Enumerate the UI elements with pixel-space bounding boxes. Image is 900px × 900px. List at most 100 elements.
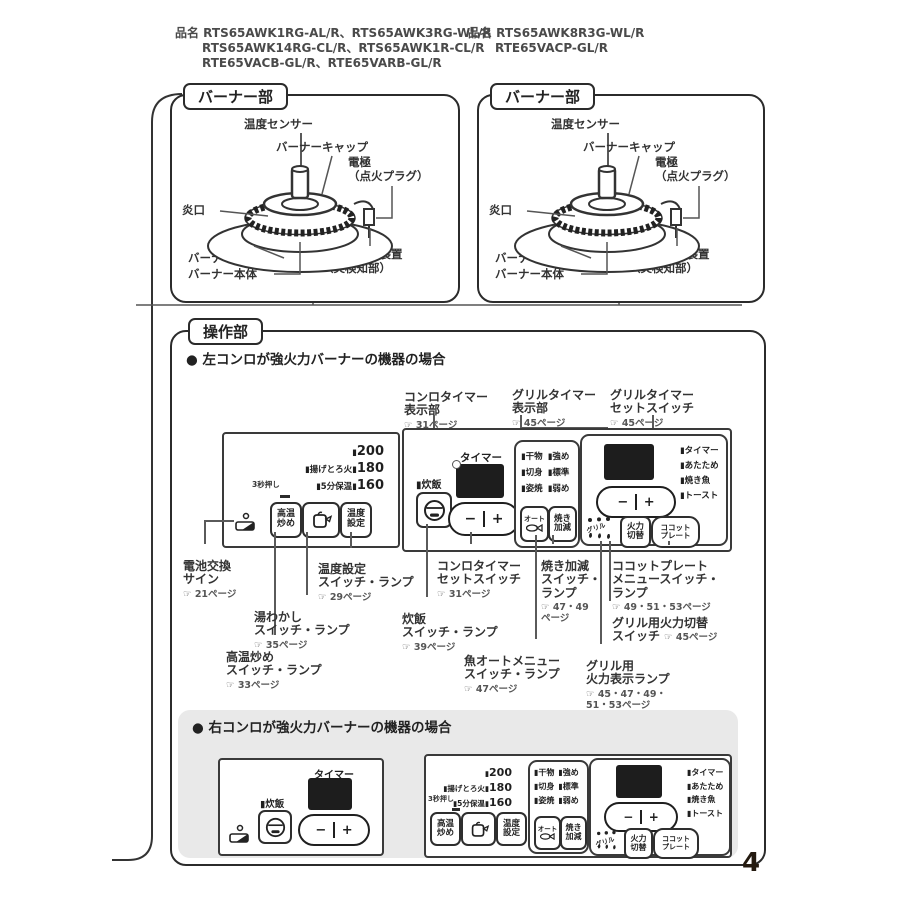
minus-button: −: [617, 494, 629, 510]
burner-diagram-box-left: バーナー部 温度センサー バーナーキャップ 電極 （点火プラグ） 炎口 バーナー…: [170, 83, 460, 303]
label-burner-body: バーナー本体: [495, 267, 564, 281]
page-ref: ☞ 45・47・49・ 51・53ページ: [586, 688, 666, 711]
fish-icon: [526, 523, 543, 532]
grill-timer-group: − + ▮タイマー ▮あたため ▮焼き魚 ▮トースト グリル 火力 切替: [589, 758, 731, 859]
fish-auto-menu-group: ▮干物 ▮強め ▮切身 ▮標準 ▮姿焼 ▮弱め オート 焼き 加減: [528, 760, 589, 854]
leader-line: [609, 541, 611, 601]
fish-menu-row: ▮干物 ▮強め: [521, 450, 569, 462]
callout-text: 電池交換 サイン: [183, 558, 232, 586]
callout-text: ココットプレート メニュースイッチ・ ランプ: [612, 558, 720, 600]
led-sugatayaki: ▮姿焼: [534, 796, 555, 805]
rice-cooker-icon: [265, 817, 285, 837]
leader-line: [535, 535, 537, 639]
fish-menu-row: ▮切身 ▮標準: [521, 466, 569, 478]
right-case-timer-panel: ▮炊飯 タイマー − +: [218, 758, 384, 856]
case-heading-left-burner: ● 左コンロが強火力バーナーの機器の場合: [186, 352, 446, 368]
label-burner-body: バーナー本体: [188, 267, 257, 281]
label-flame-port: 炎口: [489, 203, 512, 217]
led-yakizakana: ▮焼き魚: [687, 795, 716, 804]
temp-row-160: ▮5分保温▮160: [316, 474, 384, 493]
led-hyojun: ▮標準: [547, 468, 570, 478]
temp-setting-button: 温度 設定: [340, 502, 372, 538]
temp-row-200: ▮200: [352, 440, 384, 459]
grill-firepower-switch-button: 火力 切替: [624, 828, 653, 859]
page-ref: ☞ 33ページ: [226, 679, 280, 691]
callout-doneness-switch: 焼き加減 スイッチ・ ランプ ☞ 47・49 ページ: [541, 546, 601, 638]
grill-led-column: ▮タイマー ▮あたため ▮焼き魚 ▮トースト: [680, 444, 719, 504]
model-line: RTE65VACP-GL/R: [495, 41, 609, 55]
callout-konro-timer-set: コンロタイマー セットスイッチ ☞ 31ページ: [437, 546, 521, 613]
led-bar: ▮: [352, 448, 357, 458]
fish-menu-row: ▮姿焼 ▮弱め: [534, 795, 579, 806]
battery-change-icon: [229, 824, 249, 843]
page-number: 4: [742, 848, 761, 878]
callout-text: グリルタイマー セットスイッチ: [610, 387, 695, 415]
konro-timer-display: [456, 464, 504, 498]
temp-row-180: ▮揚げとろ火▮180: [443, 776, 512, 795]
callout-boil-switch: 湯わかし スイッチ・ランプ ☞ 35ページ: [254, 597, 350, 664]
leader-line: [607, 133, 609, 167]
callout-battery-sign: 電池交換 サイン ☞ 21ページ: [183, 546, 236, 613]
model-list-left: 品名 RTS65AWK1RG-AL/R、RTS65AWK3RG-WL/R RTS…: [175, 26, 492, 71]
led-yakizakana: ▮焼き魚: [680, 476, 711, 486]
temp-value: 160: [489, 796, 512, 809]
callout-grill-fire-lamp: グリル用 火力表示ランプ ☞ 45・47・49・ 51・53ページ: [586, 646, 670, 724]
leader-line: [426, 524, 428, 597]
auto-label: オート: [537, 824, 558, 833]
callout-cocotte-switch: ココットプレート メニュースイッチ・ ランプ ☞ 49・51・53ページ: [612, 546, 719, 627]
page-ref: ☞ 29ページ: [318, 591, 372, 603]
fish-menu-row: ▮切身 ▮標準: [534, 781, 579, 792]
right-case-main-panel: ▮200 ▮揚げとろ火▮180 ▮5分保温▮160 3秒押し 高温 炒め 温度 …: [424, 754, 732, 859]
fish-icon: [540, 833, 555, 840]
press-3s-indicator: [452, 808, 460, 811]
led-himono: ▮干物: [534, 768, 555, 777]
high-temp-stirfry-button: 高温 炒め: [430, 812, 461, 846]
leader-line: [520, 415, 522, 427]
leader-line: [300, 133, 302, 167]
led-sugatayaki: ▮姿焼: [521, 484, 543, 494]
page-ref: ☞ 45ページ: [664, 632, 718, 643]
label-electrode: 電極 （点火プラグ）: [655, 155, 736, 183]
temp-row-160: ▮5分保温▮160: [453, 791, 512, 810]
led-hyojun: ▮標準: [558, 782, 579, 791]
divider: [483, 510, 485, 528]
callout-temp-set-switch: 温度設定 スイッチ・ランプ ☞ 29ページ: [318, 549, 414, 616]
callout-grill-timer-set: グリルタイマー セットスイッチ ☞ 45ページ: [610, 375, 694, 442]
divider: [333, 822, 335, 838]
page-ref: ☞ 47ページ: [464, 683, 518, 695]
led-timer: ▮タイマー: [687, 768, 724, 777]
leader-line: [520, 427, 606, 429]
burner-section-tab: バーナー部: [490, 83, 596, 110]
konro-timer-set-switch: − +: [448, 502, 520, 536]
rice-cook-button: [416, 492, 452, 528]
press-3s-indicator: [280, 495, 290, 498]
temp-row-200: ▮200: [485, 761, 512, 780]
leader-line: [306, 532, 308, 595]
temp-row-180: ▮揚げとろ火▮180: [305, 457, 384, 476]
rice-cook-button: [258, 810, 292, 844]
callout-text: コンロタイマー 表示部: [404, 389, 489, 417]
led-kirimi: ▮切身: [521, 468, 543, 478]
leader-endpoint: [452, 460, 461, 469]
konro-timer-set-switch: − +: [298, 814, 370, 846]
led-atatame: ▮あたため: [687, 781, 724, 791]
cocotte-plate-button: ココット プレート: [651, 516, 700, 548]
label-temp-sensor: 温度センサー: [551, 117, 620, 131]
fish-auto-menu-group: ▮干物 ▮強め ▮切身 ▮標準 ▮姿焼 ▮弱め オート 焼き 加減: [514, 440, 580, 548]
konro-timer-display: [308, 778, 352, 810]
model-line: RTS65AWK14RG-CL/R、RTS65AWK1R-CL/R: [202, 41, 485, 55]
timer-label: タイマー: [460, 452, 502, 464]
timer-label: タイマー: [314, 770, 354, 781]
callout-text: 湯わかし スイッチ・ランプ: [254, 609, 350, 637]
label-burner-cap: バーナーキャップ: [583, 140, 675, 154]
battery-change-icon: [235, 512, 255, 531]
plus-button: +: [643, 494, 655, 510]
led-label: ▮揚げとろ火▮: [305, 465, 357, 475]
temp-value: 180: [356, 461, 384, 476]
grill-doneness-button: 焼き 加減: [560, 816, 587, 850]
grill-timer-display: [616, 765, 662, 798]
callout-text: 温度設定 スイッチ・ランプ: [318, 561, 414, 589]
callout-text: 高温炒め スイッチ・ランプ: [226, 649, 322, 677]
fish-auto-button: オート: [534, 816, 561, 850]
